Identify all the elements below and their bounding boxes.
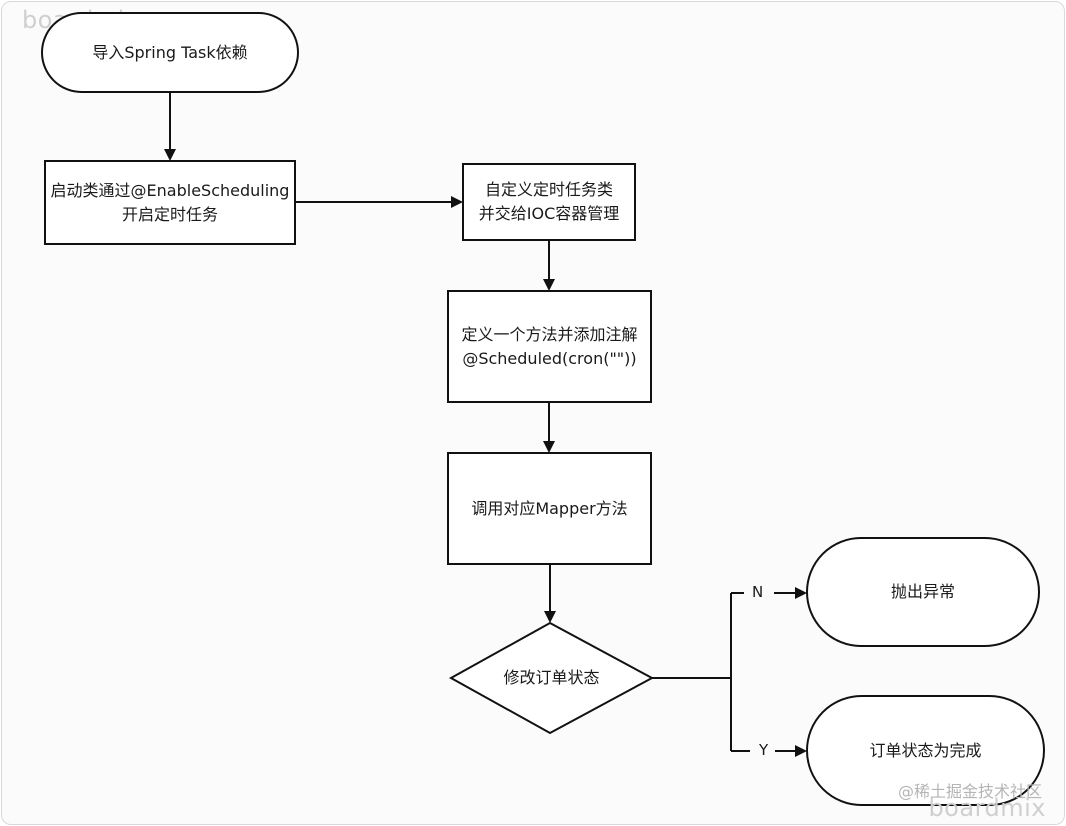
branch-label-yes: Y — [759, 741, 769, 759]
node-throw-exception-shape[interactable] — [806, 537, 1040, 647]
boardmix-watermark-bottom: boardmix — [928, 794, 1046, 822]
node-order-complete-shape[interactable] — [806, 695, 1045, 806]
node-enable-scheduling-shape[interactable] — [44, 160, 296, 245]
branch-label-no: N — [752, 583, 764, 601]
credit-watermark: @稀土掘金技术社区 — [897, 782, 1042, 801]
node-modify-order-status-shape[interactable] — [448, 621, 655, 735]
node-define-method-shape[interactable] — [447, 290, 652, 403]
node-custom-task-class-shape[interactable] — [462, 163, 636, 241]
node-call-mapper-shape[interactable] — [447, 452, 652, 565]
node-import-dependency-shape[interactable] — [41, 12, 299, 93]
